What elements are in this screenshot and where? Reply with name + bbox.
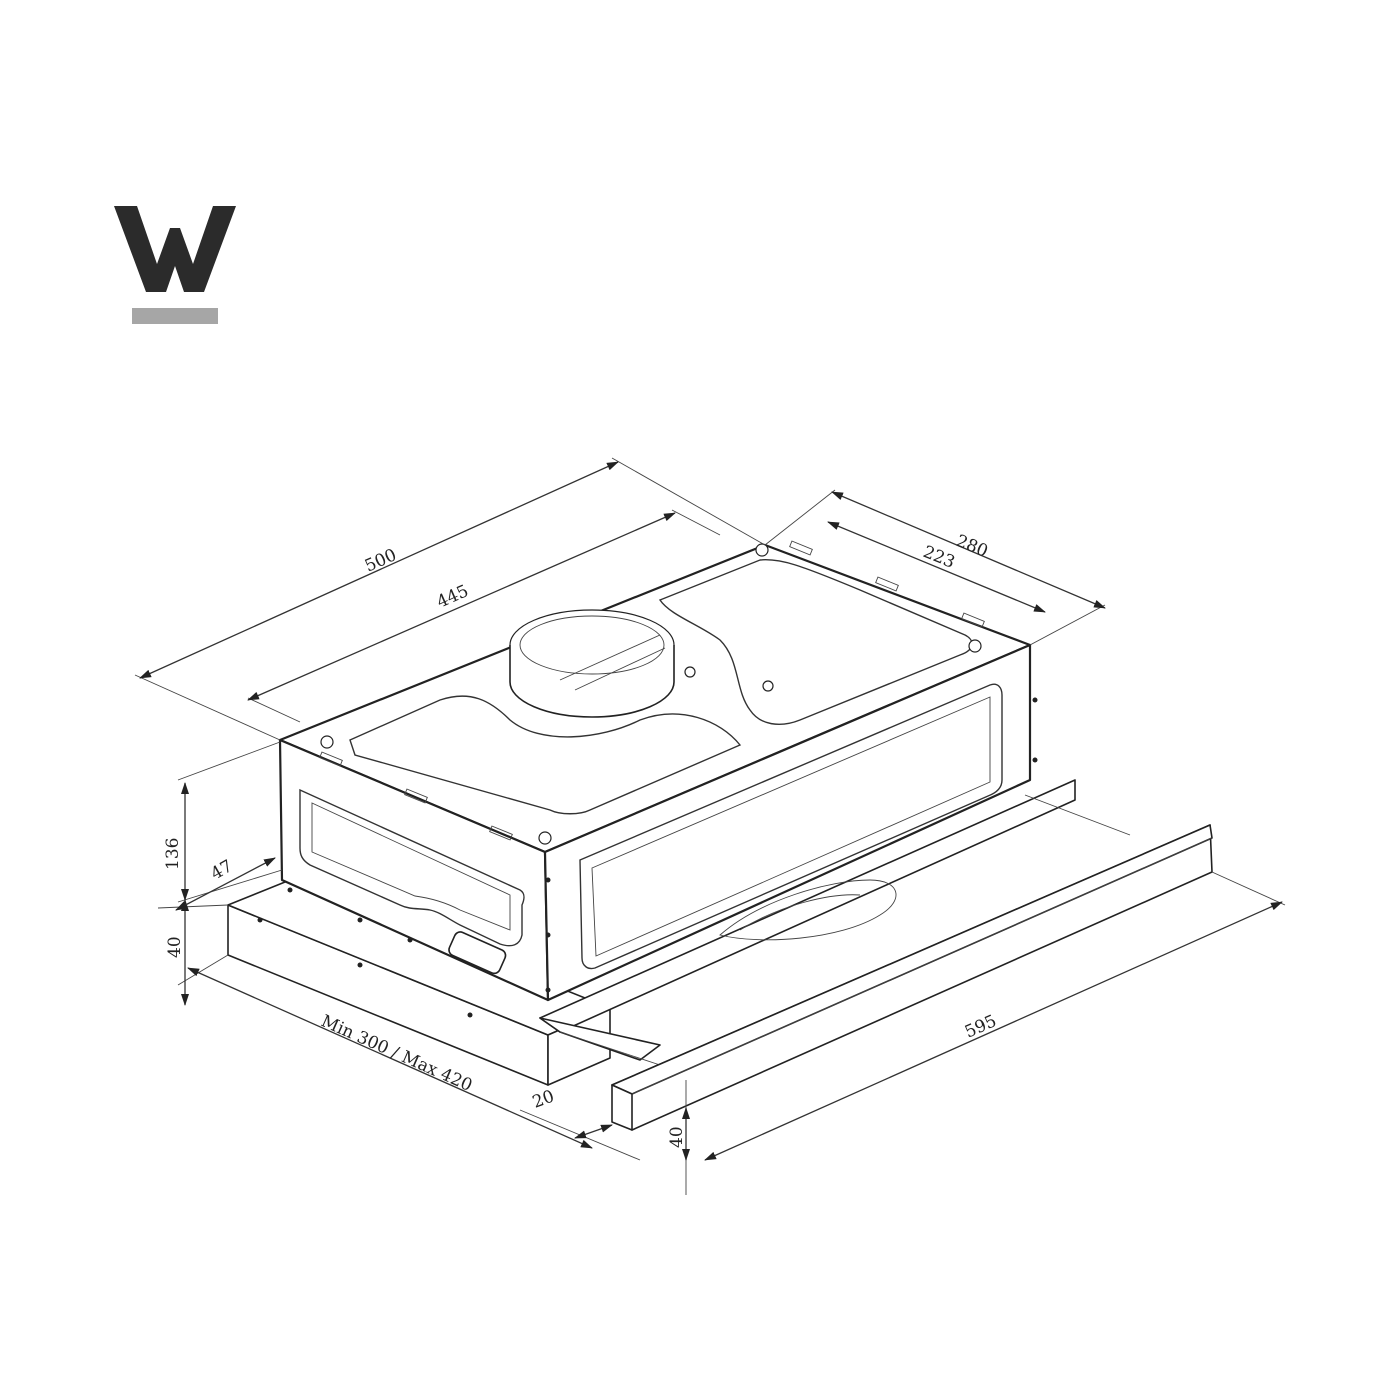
dim-depth-body: 445 <box>434 581 472 612</box>
dim-height-body: 136 <box>163 838 183 870</box>
dimension-lines <box>134 457 1286 1195</box>
dim-height-drawer: 40 <box>165 936 185 958</box>
logo-underline-bar <box>132 308 218 324</box>
dim-depth-total: 500 <box>362 545 400 576</box>
logo-letter-w <box>114 206 236 292</box>
duct-outlet <box>509 609 675 718</box>
logo-mark <box>114 206 236 324</box>
dim-front-panel-height: 40 <box>667 1126 687 1148</box>
dim-front-width: 595 <box>962 1011 1000 1042</box>
dim-front-offset-bottom: 20 <box>530 1087 557 1113</box>
dim-width-outlet-inner: 223 <box>920 542 958 573</box>
dim-width-outlet-outer: 280 <box>953 531 991 562</box>
brand-logo <box>112 204 238 328</box>
